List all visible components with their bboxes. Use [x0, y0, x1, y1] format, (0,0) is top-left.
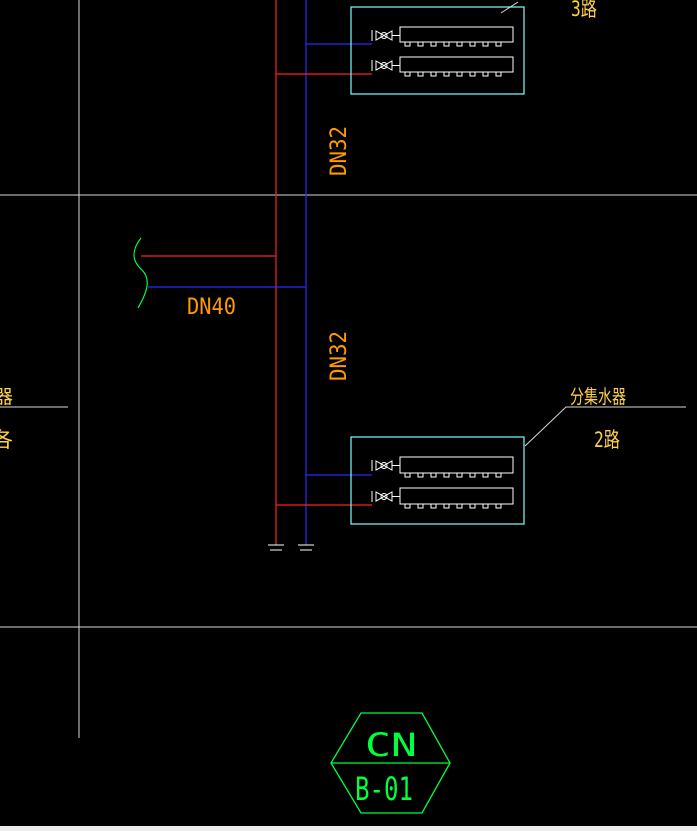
valve-icon: [371, 30, 400, 41]
pipe-break-symbol: [133, 237, 148, 309]
leader-line-upper: [500, 1, 519, 14]
window-bottom-edge: [0, 826, 697, 831]
tag-line-1: CN: [365, 726, 417, 764]
pipe-size-label-main: DN40: [187, 295, 236, 320]
manifold-name-label: 分集水器: [570, 386, 626, 408]
valve-icon: [371, 460, 400, 471]
pipe-size-label-lower: DN32: [327, 331, 352, 381]
manifold-lower: [350, 436, 525, 525]
pipe-size-label-upper: DN32: [327, 126, 352, 176]
valve-icon: [371, 491, 400, 502]
manifold-lower-return-bar: [399, 456, 514, 478]
left-partial-label-top: 器: [0, 386, 13, 408]
valve-icon: [371, 60, 400, 71]
manifold-lower-loops-label: 2路: [594, 428, 620, 452]
left-partial-label-bottom: 各: [0, 428, 13, 452]
drawing-tag: CN B-01: [330, 712, 451, 814]
manifold-upper-supply-bar: [399, 56, 514, 77]
tag-line-2: B-01: [355, 770, 413, 808]
manifold-upper-loops-label: 3路: [571, 0, 597, 21]
manifold-lower-supply-bar: [399, 487, 514, 509]
riser-end-cap-supply: [268, 544, 284, 551]
manifold-upper-frame: [350, 6, 525, 95]
manifold-lower-frame: [350, 436, 525, 525]
manifold-upper-return-bar: [399, 26, 514, 47]
leader-line-lower: [524, 406, 686, 447]
manifold-upper: [350, 6, 525, 95]
riser-end-cap-return: [298, 544, 314, 551]
